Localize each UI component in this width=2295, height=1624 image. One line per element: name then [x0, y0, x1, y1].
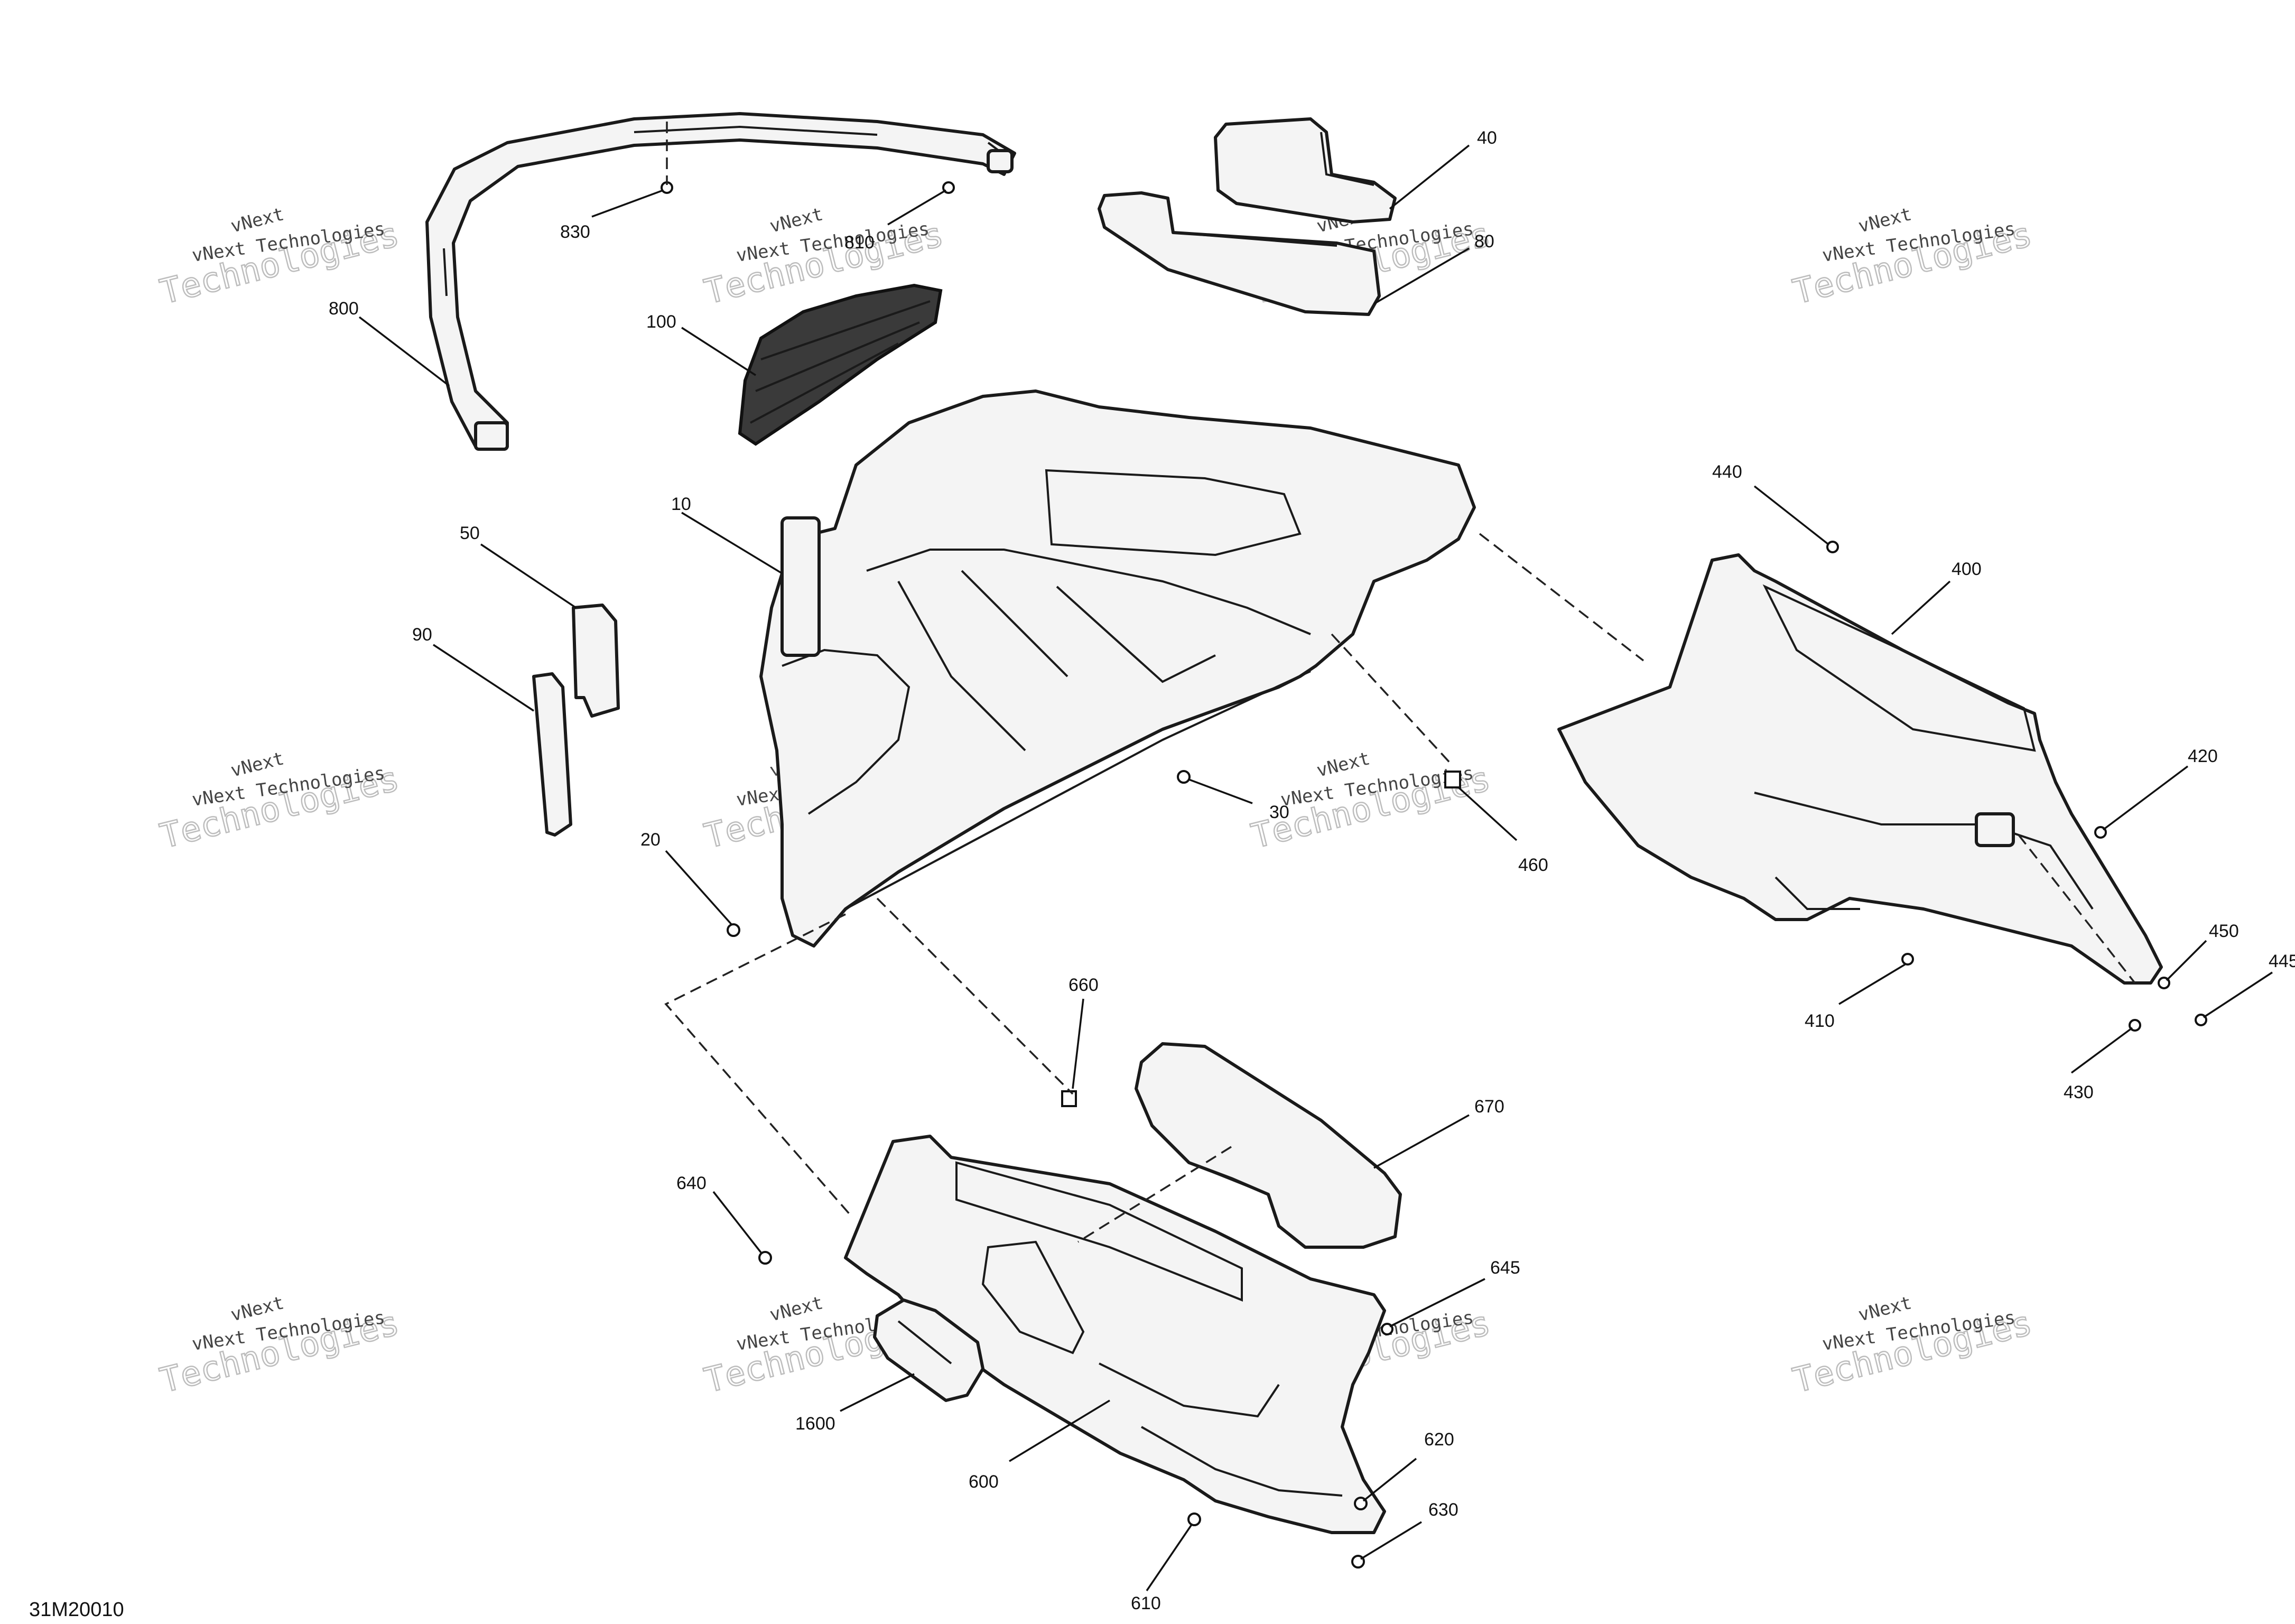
callout-630: 630 — [1428, 1500, 1458, 1520]
callout-50: 50 — [460, 523, 480, 543]
callout-80: 80 — [1474, 231, 1494, 252]
mesh-panel-part — [738, 283, 943, 446]
callout-1600: 1600 — [795, 1414, 835, 1434]
callout-670: 670 — [1474, 1097, 1504, 1117]
svg-text:vNext: vNext — [768, 203, 825, 237]
callout-450: 450 — [2209, 921, 2239, 941]
svg-text:vNext: vNext — [1315, 748, 1372, 782]
foam-strip-90-part — [532, 672, 572, 837]
callout-640: 640 — [676, 1173, 707, 1193]
callout-610: 610 — [1131, 1593, 1161, 1613]
callout-90: 90 — [412, 625, 432, 645]
callout-labels: 40 80 810 830 800 100 10 50 90 20 30 460… — [329, 128, 2295, 1613]
callout-30: 30 — [1269, 802, 1289, 822]
callout-660: 660 — [1068, 975, 1099, 995]
rear-panel-part — [1557, 553, 2163, 985]
fasteners — [661, 181, 2207, 1569]
callout-645: 645 — [1490, 1258, 1520, 1278]
callout-420: 420 — [2188, 746, 2218, 766]
callout-10: 10 — [671, 494, 691, 514]
watermark-mid-left: Technologies vNext vNext Technologies — [156, 748, 404, 857]
svg-text:vNext: vNext — [229, 748, 286, 782]
small-cover-1600-part — [873, 1298, 984, 1402]
callout-445: 445 — [2269, 951, 2295, 971]
watermark-bottom-right: Technologies vNext vNext Technologies — [1789, 1292, 2037, 1402]
callout-620: 620 — [1424, 1430, 1454, 1450]
callout-800: 800 — [329, 299, 359, 319]
watermark-top-left: Technologies vNext vNext Technologies — [156, 203, 404, 313]
callout-830: 830 — [560, 222, 590, 242]
callout-810: 810 — [844, 233, 875, 253]
grab-rail-part — [425, 112, 1016, 451]
callout-600: 600 — [969, 1472, 999, 1492]
svg-text:vNext: vNext — [1856, 1292, 1914, 1326]
callout-40: 40 — [1477, 128, 1497, 148]
seat-pad-upper-part — [1214, 117, 1397, 224]
callout-400: 400 — [1952, 559, 1982, 579]
front-body-tub-part — [759, 389, 1476, 948]
callout-100: 100 — [646, 312, 676, 332]
foam-block-50-part — [572, 604, 620, 718]
watermark-top-right: Technologies vNext vNext Technologies — [1789, 203, 2037, 313]
knee-pad-part — [1135, 1042, 1402, 1249]
diagram-id: 31M20010 — [29, 1599, 124, 1621]
svg-text:vNext: vNext — [229, 203, 286, 237]
callout-440: 440 — [1712, 462, 1742, 482]
assembly-lines — [664, 122, 2136, 1243]
seat-pad-lower-part — [1098, 191, 1381, 316]
svg-text:vNext: vNext — [229, 1292, 286, 1326]
callout-20: 20 — [640, 830, 661, 850]
svg-text:vNext: vNext — [768, 1292, 825, 1326]
callout-410: 410 — [1805, 1011, 1835, 1031]
watermark-bottom-left: Technologies vNext vNext Technologies — [156, 1292, 404, 1402]
callout-460: 460 — [1518, 855, 1548, 875]
callout-430: 430 — [2064, 1082, 2094, 1102]
leader-lines — [358, 144, 2273, 1591]
lower-front-panel-part — [844, 1135, 1386, 1534]
svg-text:vNext: vNext — [1856, 203, 1914, 237]
